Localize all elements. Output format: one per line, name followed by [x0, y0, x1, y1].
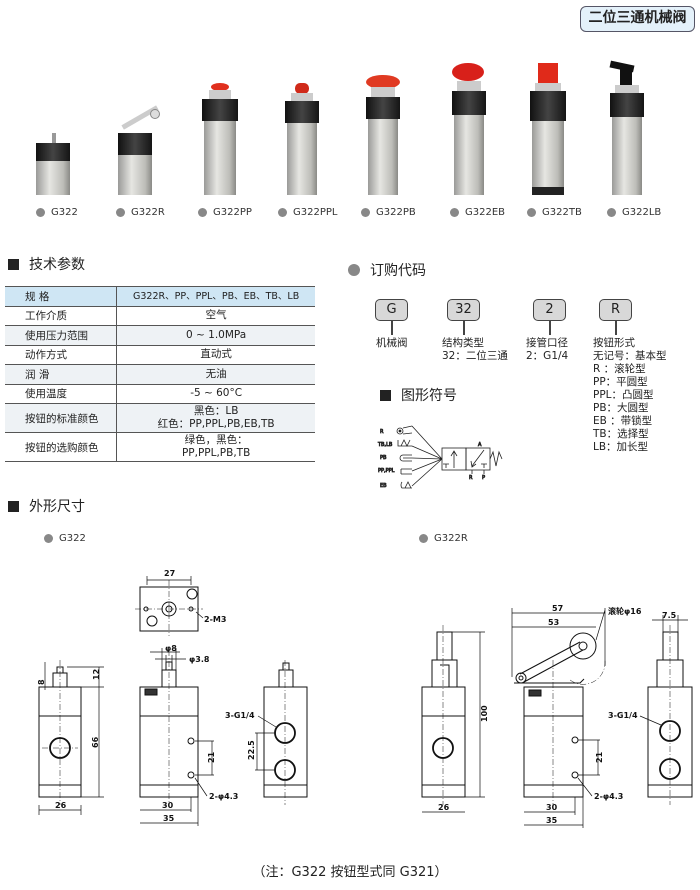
table-row: 使用温度-5 ~ 60°C: [5, 384, 315, 404]
product-label: G322: [36, 207, 78, 218]
svg-text:100: 100: [480, 705, 489, 722]
code-description: 机械阀: [376, 337, 408, 349]
square-bullet-icon: [8, 258, 19, 270]
bullet-icon: [419, 534, 428, 543]
bullet-icon: [278, 208, 287, 217]
product-image-g322pb: [366, 75, 402, 195]
code-box: 32: [447, 299, 480, 321]
svg-text:57: 57: [552, 604, 563, 613]
svg-text:2-φ4.3: 2-φ4.3: [209, 792, 238, 801]
svg-text:φ3.8: φ3.8: [189, 655, 210, 664]
table-row: 按钮的选购颜色绿色，黑色：PP,PPL,PB,TB: [5, 432, 315, 462]
product-image-g322r: [118, 105, 160, 195]
product-image-g322lb: [609, 60, 646, 195]
table-row: 工作介质空气: [5, 306, 315, 326]
product-label: G322PB: [361, 207, 416, 218]
svg-text:TB,LB: TB,LB: [377, 442, 393, 448]
svg-text:21: 21: [207, 751, 216, 763]
bullet-icon: [361, 208, 370, 217]
section-heading-specs: 技术参数: [8, 254, 85, 274]
connector-line: [615, 321, 617, 335]
connector-line: [463, 321, 465, 335]
code-box: R: [599, 299, 632, 321]
square-bullet-icon: [380, 389, 391, 401]
product-image-g322eb: [452, 63, 488, 195]
svg-text:8: 8: [37, 679, 46, 685]
svg-text:P: P: [482, 475, 485, 481]
svg-text:EB: EB: [380, 483, 387, 489]
svg-text:2-φ4.3: 2-φ4.3: [594, 792, 623, 801]
svg-text:21: 21: [595, 751, 604, 763]
section-heading-dimensions: 外形尺寸: [8, 496, 85, 516]
bullet-icon: [116, 208, 125, 217]
product-image-g322: [36, 133, 72, 195]
product-label: G322TB: [527, 207, 582, 218]
bullet-icon: [450, 208, 459, 217]
svg-text:R: R: [380, 429, 384, 435]
svg-text:27: 27: [164, 569, 175, 578]
bullet-icon: [198, 208, 207, 217]
product-label: G322EB: [450, 207, 505, 218]
connector-line: [391, 321, 393, 335]
drawing-label-g322: G322: [44, 533, 86, 544]
product-label: G322R: [116, 207, 165, 218]
drawing-label-g322r: G322R: [419, 533, 468, 544]
square-bullet-icon: [8, 500, 19, 512]
svg-text:3-G1/4: 3-G1/4: [608, 711, 638, 720]
product-label: G322LB: [607, 207, 661, 218]
section-heading-symbol: 图形符号: [380, 385, 457, 405]
section-heading-ordering: 订购代码: [348, 260, 426, 280]
svg-text:26: 26: [55, 801, 67, 810]
product-image-g322tb: [530, 63, 566, 195]
svg-text:R: R: [469, 475, 473, 481]
bullet-icon: [36, 208, 45, 217]
product-label: G322PP: [198, 207, 252, 218]
dimension-drawing-g322r: [421, 608, 693, 828]
svg-text:3-G1/4: 3-G1/4: [225, 711, 255, 720]
svg-text:PP,PPL: PP,PPL: [378, 468, 395, 474]
code-box: G: [375, 299, 408, 321]
product-label: G322PPL: [278, 207, 337, 218]
svg-text:66: 66: [91, 736, 100, 748]
svg-text:26: 26: [438, 803, 450, 812]
footnote: （注：G322 按钮型式同 G321）: [252, 865, 448, 880]
dimension-labels-g322r: 57 53 滚轮φ16 7.5 100 26 30 35 21 3-G1/4 2…: [438, 604, 677, 825]
bullet-icon: [348, 264, 360, 276]
svg-text:30: 30: [162, 801, 174, 810]
svg-text:A: A: [478, 442, 482, 448]
svg-text:7.5: 7.5: [662, 611, 677, 620]
product-image-g322ppl: [285, 83, 321, 195]
svg-text:2-M3: 2-M3: [204, 615, 226, 624]
bullet-icon: [527, 208, 536, 217]
svg-text:22.5: 22.5: [247, 740, 256, 760]
code-box: 2: [533, 299, 566, 321]
svg-text:30: 30: [546, 803, 558, 812]
svg-text:φ8: φ8: [165, 644, 177, 653]
table-row: 动作方式直动式: [5, 345, 315, 365]
connector-line: [549, 321, 551, 335]
product-image-g322pp: [202, 83, 238, 195]
dimension-labels-g322: 27 2-M3 φ8 φ3.8 8 12 66 26 30 35 21 22.5…: [37, 569, 256, 823]
bullet-icon: [607, 208, 616, 217]
svg-text:12: 12: [92, 669, 101, 680]
valve-symbol: R TB,LB PB PP,PPL EB A R P: [377, 425, 503, 489]
svg-text:35: 35: [546, 816, 558, 825]
svg-text:35: 35: [163, 814, 175, 823]
page-title-badge: 二位三通机械阀: [580, 6, 695, 32]
dimension-drawing-g322: [38, 576, 308, 826]
svg-text:PB: PB: [380, 455, 387, 461]
bullet-icon: [44, 534, 53, 543]
svg-text:滚轮φ16: 滚轮φ16: [608, 606, 642, 616]
table-row: 润 滑无油: [5, 364, 315, 385]
svg-text:53: 53: [548, 618, 559, 627]
